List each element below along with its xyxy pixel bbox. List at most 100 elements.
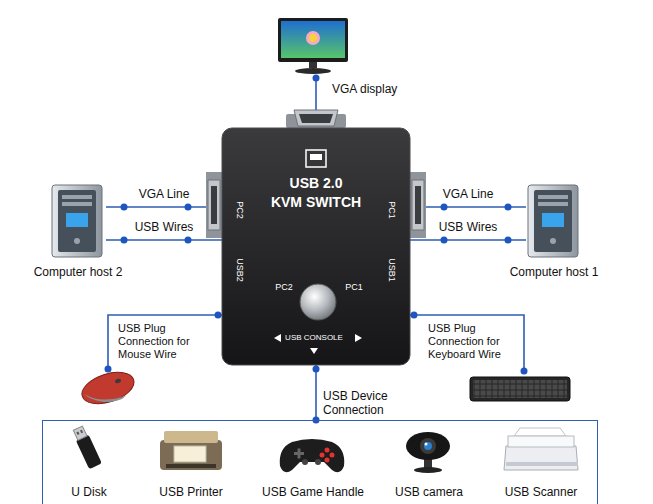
kvm-housing: [310, 348, 318, 354]
kvm-housing: [222, 128, 410, 365]
gamepad-icon: [330, 453, 335, 458]
vga-port-left: [211, 186, 217, 224]
printer-icon: [160, 440, 222, 470]
usb-device: USB Game Handle: [254, 425, 372, 503]
scanner-icon: [506, 462, 578, 466]
kvm-housing: [300, 284, 336, 320]
wire-dot: [185, 204, 192, 211]
node-label: USB camera: [395, 485, 463, 499]
mouse-icon: [78, 366, 138, 409]
node-label: USB Game Handle: [262, 485, 364, 499]
camera-icon: [414, 467, 442, 473]
connector-line: [315, 365, 317, 420]
computer-tower: [52, 185, 102, 257]
kvm-housing: [306, 150, 326, 167]
gamepad-icon: [320, 453, 325, 458]
vga-port-left: [206, 172, 222, 238]
printer-icon: [160, 431, 222, 470]
computer-tower: [528, 185, 578, 257]
u-disk-icon: [76, 431, 79, 435]
vga-port-right: [410, 172, 426, 238]
scanner-icon: [508, 436, 574, 447]
wire-dot: [411, 312, 418, 319]
monitor-icon: [278, 18, 348, 74]
gamepad-icon: [325, 448, 330, 453]
mouse-icon: [78, 366, 138, 409]
mouse-node: USB Plug Connection for Mouse Wire: [80, 372, 136, 404]
port-label: PC1: [387, 201, 398, 219]
node-label: USB Scanner: [505, 485, 578, 499]
usb-device: USB camera: [379, 425, 479, 503]
kvm-switch-box: USB 2.0KVM SWITCHPC2PC1USB2USB1PC2PC1USB…: [222, 128, 410, 365]
wire-dot: [313, 366, 320, 373]
monitor-icon: [309, 62, 317, 68]
wire-dot: [505, 204, 512, 211]
monitor-icon: [306, 31, 320, 45]
node-label: VGA display: [332, 82, 397, 96]
wire-dot: [105, 366, 112, 373]
printer-icon: [174, 446, 206, 462]
computer-tower: [74, 238, 80, 244]
vga-port-top: [294, 110, 338, 126]
vga-port-top: [299, 114, 333, 123]
wire-dot: [441, 204, 448, 211]
u-disk-icon: [73, 426, 87, 440]
callout-label: USB Device Connection: [323, 389, 405, 417]
keyboard-icon: [473, 380, 567, 398]
wire-dot: [313, 75, 320, 82]
mouse-icon: [84, 394, 126, 402]
usb-device: USB Printer: [141, 425, 241, 503]
monitor-icon: [278, 18, 348, 62]
computer-tower: [66, 213, 88, 227]
gamepad-icon: [280, 439, 345, 472]
wire-label: VGA Line: [137, 187, 192, 201]
port-label: PC2: [235, 201, 246, 219]
console-label: USB CONSOLE: [285, 333, 343, 343]
computer-tower: [538, 195, 568, 199]
computer-tower: [534, 190, 572, 252]
monitor-icon: [295, 68, 331, 74]
scanner-icon: [504, 428, 578, 470]
wire-dot: [121, 204, 128, 211]
camera-icon: [406, 432, 450, 473]
port-label: USB2: [235, 258, 246, 282]
wire-dot: [121, 237, 128, 244]
kvm-housing: [310, 154, 322, 160]
callout-label: USB Plug Connection for Keyboard Wire: [428, 322, 514, 361]
port-label: USB1: [387, 258, 398, 282]
u-disk-icon: [72, 425, 102, 469]
wire-dot: [441, 237, 448, 244]
printer-icon: [166, 464, 216, 468]
computer-tower: [58, 190, 96, 252]
computer-tower: [528, 185, 578, 257]
host-computer: Computer host 2: [50, 183, 106, 259]
camera-icon: [425, 443, 428, 446]
kvm-housing: [355, 334, 362, 342]
keyboard-icon: [470, 377, 570, 401]
gamepad-icon: [298, 449, 301, 459]
wire-label: USB Wires: [133, 220, 196, 234]
printer-icon: [164, 431, 218, 443]
monitor-node: VGA display: [276, 16, 350, 76]
monitor-icon: [309, 34, 317, 42]
gamepad-icon: [280, 439, 345, 472]
mouse-icon: [115, 378, 122, 384]
computer-tower: [542, 213, 564, 227]
gamepad-icon: [302, 459, 308, 465]
device-title: KVM SWITCH: [271, 194, 361, 211]
usb-device: U Disk: [49, 425, 129, 503]
wire-dot: [215, 312, 222, 319]
monitor-icon: [281, 21, 345, 58]
vga-port-top: [286, 110, 346, 128]
computer-tower: [62, 202, 92, 206]
gamepad-icon: [315, 459, 321, 465]
computer-tower: [62, 195, 92, 199]
node-label: U Disk: [71, 485, 106, 499]
vga-port-right: [412, 180, 424, 230]
scanner-icon: [514, 428, 566, 436]
scanner-icon: [504, 446, 578, 470]
keyboard-icon: [470, 377, 570, 401]
usb-device: USB Scanner: [491, 425, 591, 503]
wire-label: USB Wires: [437, 220, 500, 234]
